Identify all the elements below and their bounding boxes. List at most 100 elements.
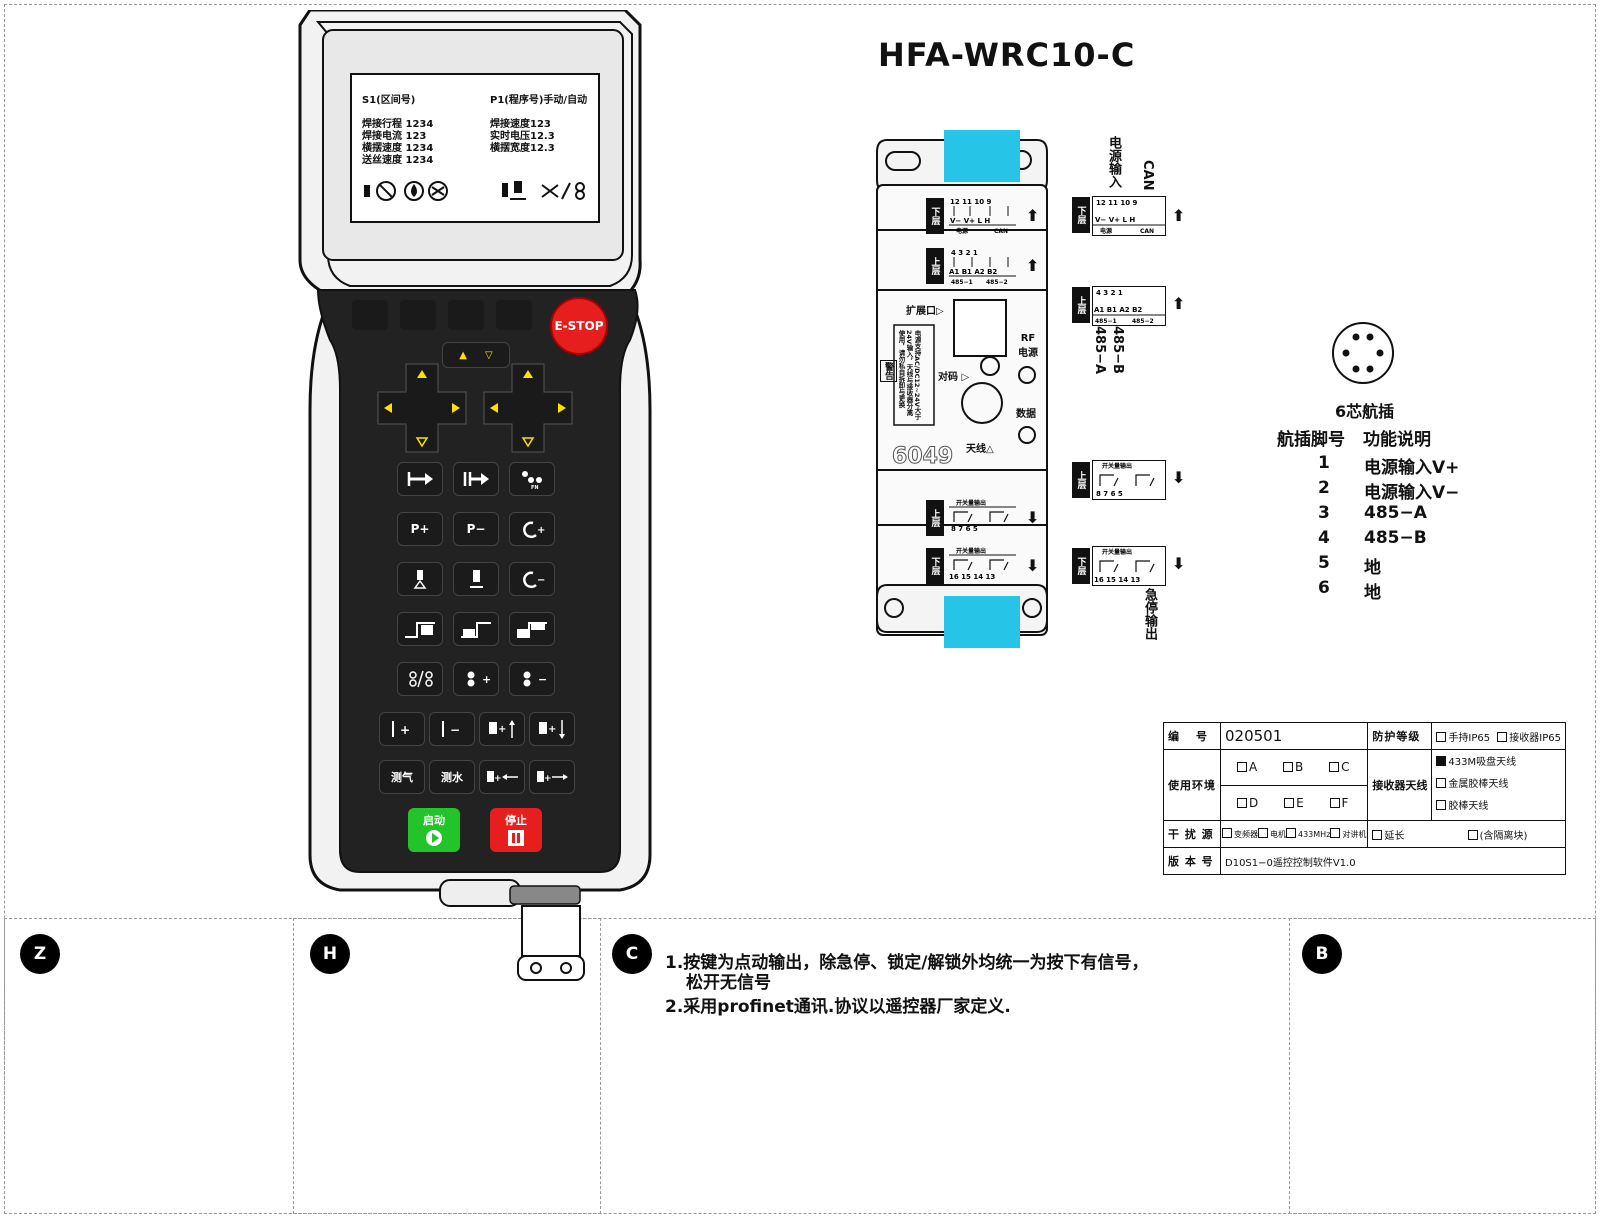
start-button[interactable]: 启动 bbox=[408, 808, 460, 852]
receiver-module bbox=[876, 130, 1048, 648]
pause-icon bbox=[508, 830, 524, 846]
arrow-up-icon: ⬆ bbox=[1026, 206, 1040, 225]
wire-retract-key[interactable]: + bbox=[479, 760, 525, 794]
antenna-opt[interactable]: 金属胶棒天线 bbox=[1436, 774, 1561, 796]
extend-isolation-opt[interactable]: (含隔离块) bbox=[1468, 831, 1528, 842]
interference-opt[interactable]: 电机 bbox=[1258, 830, 1286, 839]
width-plus-key[interactable]: + bbox=[379, 712, 425, 746]
up-down-key[interactable]: ▲ ▽ bbox=[442, 342, 510, 368]
svg-text:−: − bbox=[538, 673, 547, 686]
extend-options: 延长 (含隔离块) bbox=[1367, 820, 1567, 848]
function-key-4[interactable] bbox=[496, 300, 532, 330]
terminal-block-switch-out-a: 开关量输出 8 7 6 5 bbox=[949, 499, 1016, 533]
rotate-minus-key[interactable]: − bbox=[509, 562, 555, 596]
env-opt[interactable]: D bbox=[1237, 796, 1258, 810]
fast-forward-key[interactable] bbox=[453, 462, 499, 496]
antenna-opt[interactable]: 胶棒天线 bbox=[1436, 796, 1561, 818]
env-opt[interactable]: B bbox=[1283, 760, 1303, 774]
env-opt[interactable]: F bbox=[1330, 796, 1349, 810]
lcd-right-line: 实时电压12.3 bbox=[490, 131, 555, 142]
arrow-down-icon: ⬇ bbox=[1172, 468, 1186, 487]
six-pin-connector-icon bbox=[1332, 322, 1394, 384]
extend-opt[interactable]: 延长 bbox=[1372, 831, 1404, 842]
interference-opt[interactable]: 433MHz bbox=[1286, 830, 1330, 839]
svg-text:开关量输出: 开关量输出 bbox=[1102, 548, 1132, 556]
svg-text:8 7 6 5: 8 7 6 5 bbox=[951, 525, 978, 533]
env-opt[interactable]: E bbox=[1284, 796, 1304, 810]
step-mid-key[interactable] bbox=[453, 612, 499, 646]
lcd-left-line: 横摆速度 1234 bbox=[362, 143, 434, 154]
svg-text:485−1: 485−1 bbox=[951, 279, 973, 285]
rotate-plus-key[interactable]: + bbox=[509, 512, 555, 546]
svg-text:485−2: 485−2 bbox=[986, 279, 1008, 285]
env-label: 使用环境 bbox=[1163, 749, 1221, 821]
svg-text:电源: 电源 bbox=[956, 227, 968, 234]
gas-test-key[interactable]: 测气 bbox=[379, 760, 425, 794]
right-dpad[interactable] bbox=[482, 362, 574, 454]
lcd-left-line: 焊接电流 123 bbox=[362, 131, 427, 142]
svg-text:+: + bbox=[400, 723, 410, 737]
wire-feed-up-key[interactable]: + bbox=[479, 712, 525, 746]
layer-tag: 上层 bbox=[926, 500, 944, 536]
fn-key[interactable]: FN bbox=[509, 462, 555, 496]
pin-func: 485−A bbox=[1364, 503, 1427, 523]
pin-no: 1 bbox=[1318, 453, 1330, 473]
stop-button[interactable]: 停止 bbox=[490, 808, 542, 852]
estop-button[interactable]: E-STOP bbox=[550, 297, 608, 355]
step-down-key[interactable] bbox=[509, 612, 555, 646]
function-key-3[interactable] bbox=[448, 300, 484, 330]
weave-plus-key[interactable]: + bbox=[453, 662, 499, 696]
env-opt[interactable]: A bbox=[1237, 760, 1257, 774]
program-plus-key[interactable]: P+ bbox=[397, 512, 443, 546]
pin-no: 6 bbox=[1318, 578, 1330, 598]
lcd-left-line: 焊接行程 1234 bbox=[362, 119, 434, 130]
interference-opt[interactable]: 变频器 bbox=[1222, 830, 1258, 839]
left-dpad[interactable] bbox=[376, 362, 468, 454]
function-key-2[interactable] bbox=[400, 300, 436, 330]
cell-h bbox=[293, 918, 601, 1214]
program-minus-key[interactable]: P− bbox=[453, 512, 499, 546]
section-label-b: B bbox=[1302, 934, 1342, 974]
r485b-label: 485−B bbox=[1110, 326, 1125, 374]
pin-func: 电源输入V− bbox=[1364, 483, 1460, 503]
weave-toggle-key[interactable] bbox=[397, 662, 443, 696]
lcd-right-header: P1(程序号)手动/自动 bbox=[490, 95, 588, 106]
protect-opt[interactable]: 接收器IP65 bbox=[1497, 733, 1561, 744]
pair-label: 对码 ▷ bbox=[938, 372, 970, 383]
env-options-row1: A B C bbox=[1219, 749, 1369, 786]
can-label: CAN bbox=[1140, 160, 1155, 191]
travel-forward-key[interactable] bbox=[397, 462, 443, 496]
torch-down-key[interactable] bbox=[453, 562, 499, 596]
svg-text:A1 B1 A2 B2: A1 B1 A2 B2 bbox=[1094, 306, 1142, 314]
model-title: HFA-WRC10-C bbox=[878, 36, 1136, 74]
weave-minus-key[interactable]: − bbox=[509, 662, 555, 696]
svg-text:V− V+ L H: V− V+ L H bbox=[1095, 216, 1135, 224]
model-mark: 6049 bbox=[891, 444, 954, 470]
cell-b bbox=[1289, 918, 1596, 1214]
antenna-opt[interactable]: 433M吸盘天线 bbox=[1436, 752, 1561, 774]
water-test-key[interactable]: 测水 bbox=[429, 760, 475, 794]
expand-port-label: 扩展口▷ bbox=[906, 306, 944, 317]
pin-no: 2 bbox=[1318, 478, 1330, 498]
svg-text:CAN: CAN bbox=[994, 228, 1008, 234]
torch-up-key[interactable] bbox=[397, 562, 443, 596]
wire-extend-key[interactable]: + bbox=[529, 760, 575, 794]
protect-opt[interactable]: 手持IP65 bbox=[1436, 733, 1490, 744]
svg-text:开关量输出: 开关量输出 bbox=[956, 499, 986, 507]
svg-text:V− V+ L H: V− V+ L H bbox=[950, 217, 990, 225]
step-up-key[interactable] bbox=[397, 612, 443, 646]
section-label-z: Z bbox=[20, 934, 60, 974]
lcd-status-icons bbox=[364, 181, 585, 201]
layer-tag: 上层 bbox=[1072, 287, 1090, 323]
pin-func: 地 bbox=[1364, 583, 1381, 603]
svg-text:485−2: 485−2 bbox=[1132, 318, 1154, 325]
interference-opt[interactable]: 对讲机 bbox=[1330, 830, 1366, 839]
env-opt[interactable]: C bbox=[1329, 760, 1349, 774]
pin-no: 4 bbox=[1318, 528, 1330, 548]
width-minus-key[interactable]: − bbox=[429, 712, 475, 746]
arrow-down-icon: ⬇ bbox=[1026, 556, 1040, 575]
wire-feed-down-key[interactable]: + bbox=[529, 712, 575, 746]
function-key-1[interactable] bbox=[352, 300, 388, 330]
